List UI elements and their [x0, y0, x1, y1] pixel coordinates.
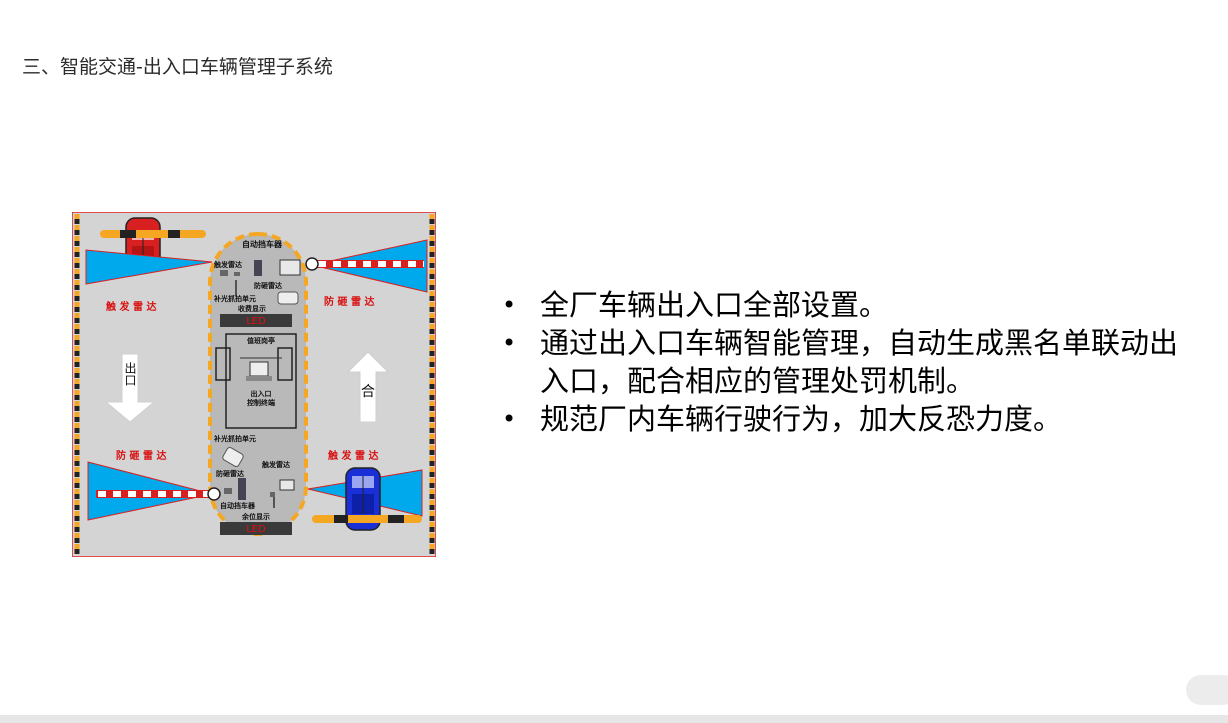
label-fill-light-bottom: 补光抓拍单元: [213, 434, 256, 443]
bullet-item: 全厂车辆出入口全部设置。: [500, 286, 1180, 324]
barrier-bottom-right: [312, 515, 422, 523]
gate-device-top: [254, 260, 262, 276]
label-control-terminal-line1: 出入口: [251, 389, 272, 398]
label-space-display: 余位显示: [241, 512, 270, 521]
entry-arrow: [346, 351, 390, 423]
camera-bottom-icon: [222, 447, 244, 467]
label-guard-room: 值班岗亭: [247, 336, 275, 345]
label-auto-gate-bottom: 自动挡车器: [220, 501, 256, 510]
label-control-terminal-line2: 控制终端: [247, 398, 275, 407]
camera-top-icon: [277, 291, 299, 305]
bullet-item: 规范厂内车辆行驶行为，加大反恐力度。: [500, 400, 1180, 438]
label-fee-display: 收费显示: [238, 304, 266, 313]
label-anti-smash-radar-right: 防 砸 雷 达: [324, 295, 374, 308]
guard-room: [225, 333, 297, 429]
led-top-text: LED: [246, 316, 266, 327]
computer-icon: [249, 361, 269, 377]
label-auto-gate-top: 自动挡车器: [242, 239, 283, 249]
label-trigger-radar-small-top: 触发雷达: [213, 260, 242, 269]
label-anti-smash-radar-small-bottom: 防砸雷达: [216, 469, 244, 478]
slide-nav-button[interactable]: [1186, 675, 1228, 705]
radar-device-bottom: [279, 479, 295, 491]
slide-title: 三、智能交通-出入口车辆管理子系统: [22, 56, 333, 78]
label-trigger-radar-left: 触 发 雷 达: [105, 300, 156, 313]
label-trigger-radar-right: 触 发 雷 达: [327, 449, 378, 462]
barrier-top-left: [100, 230, 206, 238]
entry-car: [345, 467, 381, 531]
led-display-top: [220, 314, 292, 327]
label-anti-smash-radar-left: 防 砸 雷 达: [116, 449, 166, 462]
led-display-bottom: [220, 522, 292, 535]
parking-gate-diagram: 自动挡车器 触发雷达 防砸雷达 补光抓拍单元 收费显示 LED 值班岗亭 出入口…: [72, 212, 436, 557]
bottom-scrollbar: [0, 715, 1228, 723]
label-trigger-radar-small-bottom: 触发雷达: [261, 460, 290, 469]
led-bottom-text: LED: [246, 524, 266, 535]
label-fill-light-top: 补光抓拍单元: [213, 294, 256, 303]
bullet-list: 全厂车辆出入口全部设置。 通过出入口车辆智能管理，自动生成黑名单联动出入口，配合…: [500, 286, 1180, 438]
exit-arrow-label: 出口: [123, 362, 137, 386]
trigger-radar-beam-left: [85, 249, 213, 285]
radar-device-top: [279, 259, 301, 276]
entry-arrow-label: 合: [361, 384, 375, 400]
bullet-item: 通过出入口车辆智能管理，自动生成黑名单联动出入口，配合相应的管理处罚机制。: [500, 324, 1180, 400]
exit-arrow: [104, 353, 156, 423]
label-anti-smash-radar-small-top: 防砸雷达: [254, 281, 282, 290]
gate-device-bottom: [238, 478, 246, 500]
